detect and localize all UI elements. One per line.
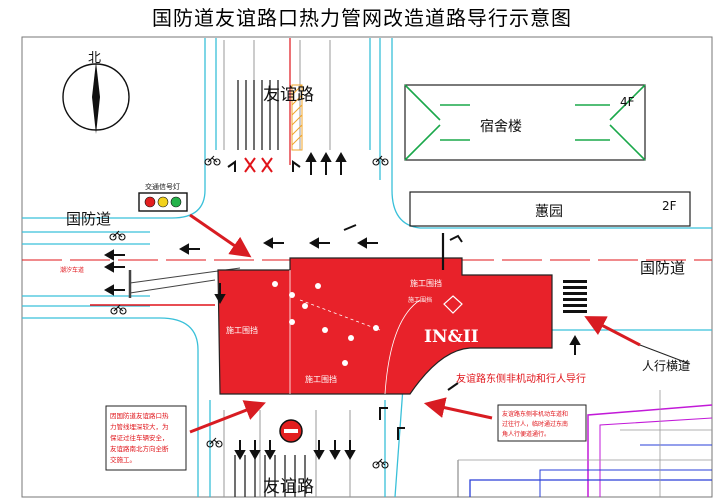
east-lane-arrows — [262, 224, 581, 391]
note-left-line-4: 友谊路南北方向全断 — [110, 444, 169, 453]
north-lane-arrows — [227, 151, 347, 175]
north-label: 北 — [88, 51, 101, 66]
map-frame — [21, 36, 713, 498]
note-left-line-3: 保证过往车辆安全， — [110, 433, 169, 442]
dorm-label: 宿舍楼 — [480, 118, 522, 135]
east-guide-text: 友谊路东侧非机动和行人导行 — [456, 372, 586, 385]
zone-label-3: 施工围挡 — [408, 296, 432, 304]
note-right-line-2: 过往行人，临时通过东南 — [502, 420, 568, 428]
road-guofang-east: 国防道 — [640, 259, 685, 277]
road-youyi-north: 友谊路 — [263, 85, 314, 105]
building-dorm — [404, 84, 646, 161]
zone-code-label: IN&II — [424, 327, 479, 347]
crosswalk-leader — [639, 344, 691, 365]
no-entry-sign — [279, 419, 303, 443]
note-box-right: 友谊路东侧非机动车道和 过往行人，临时通过东南 角人行便道通行。 — [497, 404, 587, 442]
zone-label-1: 施工围挡 — [226, 325, 258, 335]
crosswalk-label: 人行横道 — [642, 359, 690, 373]
diagram-title: 国防道友谊路口热力管网改造道路导行示意图 — [152, 6, 572, 30]
zone-label-2: 施工围挡 — [410, 278, 442, 288]
zone-internal-lines — [289, 270, 421, 395]
dorm-floors: 4F — [620, 95, 635, 109]
note-left-line-1: 因国防道友谊路口热 — [110, 411, 169, 420]
note-box-left: 因国防道友谊路口热 力管线埋深较大，为 保证过往车辆安全， 友谊路南北方向全断 … — [105, 405, 187, 471]
signal-label: 交通信号灯 — [145, 182, 180, 191]
bicycle-icons — [109, 155, 389, 469]
turn-arrows — [379, 234, 463, 440]
traffic-signal-icon — [138, 192, 188, 212]
zone-dots — [272, 281, 379, 366]
note-right-line-1: 友谊路东侧非机动车道和 — [502, 410, 568, 418]
north-zebra — [237, 80, 279, 150]
road-guofang-west: 国防道 — [66, 210, 111, 228]
south-zebra — [234, 455, 306, 497]
east-crosswalk — [563, 280, 587, 313]
huiyuan-floors: 2F — [662, 199, 677, 213]
callout-arrows — [189, 213, 641, 434]
note-right-line-3: 角人行便道通行。 — [502, 430, 550, 438]
note-left-line-5: 交施工。 — [110, 455, 136, 464]
note-left-line-2: 力管线埋深较大，为 — [110, 422, 169, 431]
zone-label-4: 施工围挡 — [305, 374, 337, 384]
west-lane-arrows — [103, 243, 226, 305]
construction-zone — [217, 257, 553, 395]
building-huiyuan — [409, 191, 691, 227]
pipe-network — [457, 390, 713, 497]
tide-lane-label: 潮汐车道 — [60, 266, 84, 274]
valve-diamond — [443, 295, 463, 314]
south-lane-arrows — [234, 440, 356, 461]
north-median-hatch — [291, 84, 303, 151]
road-youyi-south: 友谊路 — [263, 477, 314, 497]
closed-lane-crosses — [244, 157, 273, 173]
huiyuan-label: 蕙园 — [535, 204, 563, 220]
north-compass — [62, 62, 130, 134]
